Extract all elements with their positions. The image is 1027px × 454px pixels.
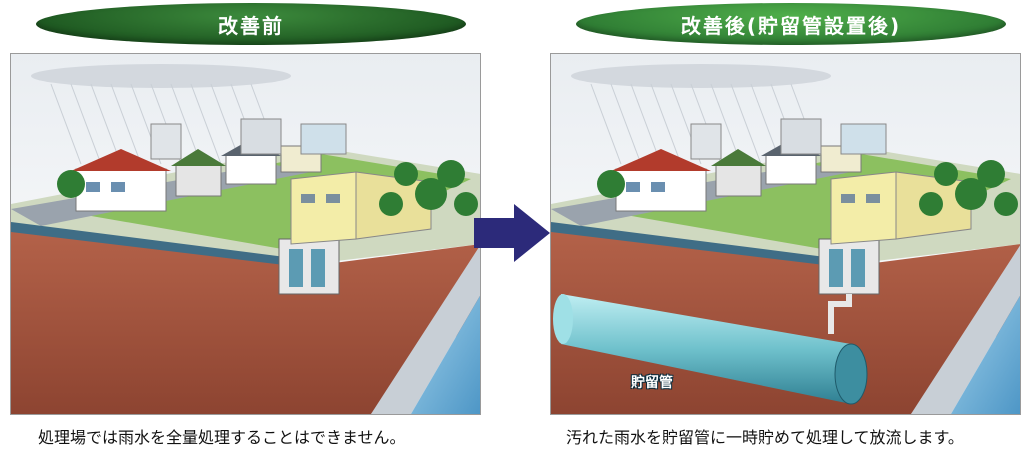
before-scene <box>11 54 480 414</box>
right-arrow-icon <box>474 204 550 262</box>
soil-section <box>551 224 1020 414</box>
river <box>951 295 1020 414</box>
river-embankment <box>371 245 480 414</box>
rain-cloud <box>31 64 291 88</box>
rain-cloud <box>571 64 831 88</box>
sewer-pipe <box>11 222 301 267</box>
factory-building <box>830 171 972 245</box>
before-title: 改善前 <box>218 13 284 38</box>
houses <box>611 118 887 212</box>
before-illustration <box>10 53 481 415</box>
after-scene <box>551 54 1020 414</box>
treatment-chamber <box>818 238 880 295</box>
after-caption: 汚れた雨水を貯留管に一時貯めて処理して放流します。 <box>566 428 964 447</box>
houses <box>71 118 347 212</box>
before-caption: 処理場では雨水を全量処理することはできません。 <box>38 428 406 447</box>
after-banner: 改善後(貯留管設置後) <box>576 3 1006 45</box>
river <box>411 295 480 414</box>
after-illustration: 貯留管 <box>550 53 1021 415</box>
before-banner: 改善前 <box>36 3 466 45</box>
trees <box>597 160 1018 216</box>
after-title: 改善後(貯留管設置後) <box>680 13 902 38</box>
trees <box>57 160 478 216</box>
storage-pipe-label: 貯留管 <box>631 375 673 391</box>
connector-pipe <box>828 294 852 334</box>
treatment-chamber <box>278 238 340 295</box>
soil-section <box>11 224 480 414</box>
sewer-pipe <box>551 222 841 267</box>
river-embankment <box>911 245 1020 414</box>
storage-pipe <box>553 294 868 405</box>
